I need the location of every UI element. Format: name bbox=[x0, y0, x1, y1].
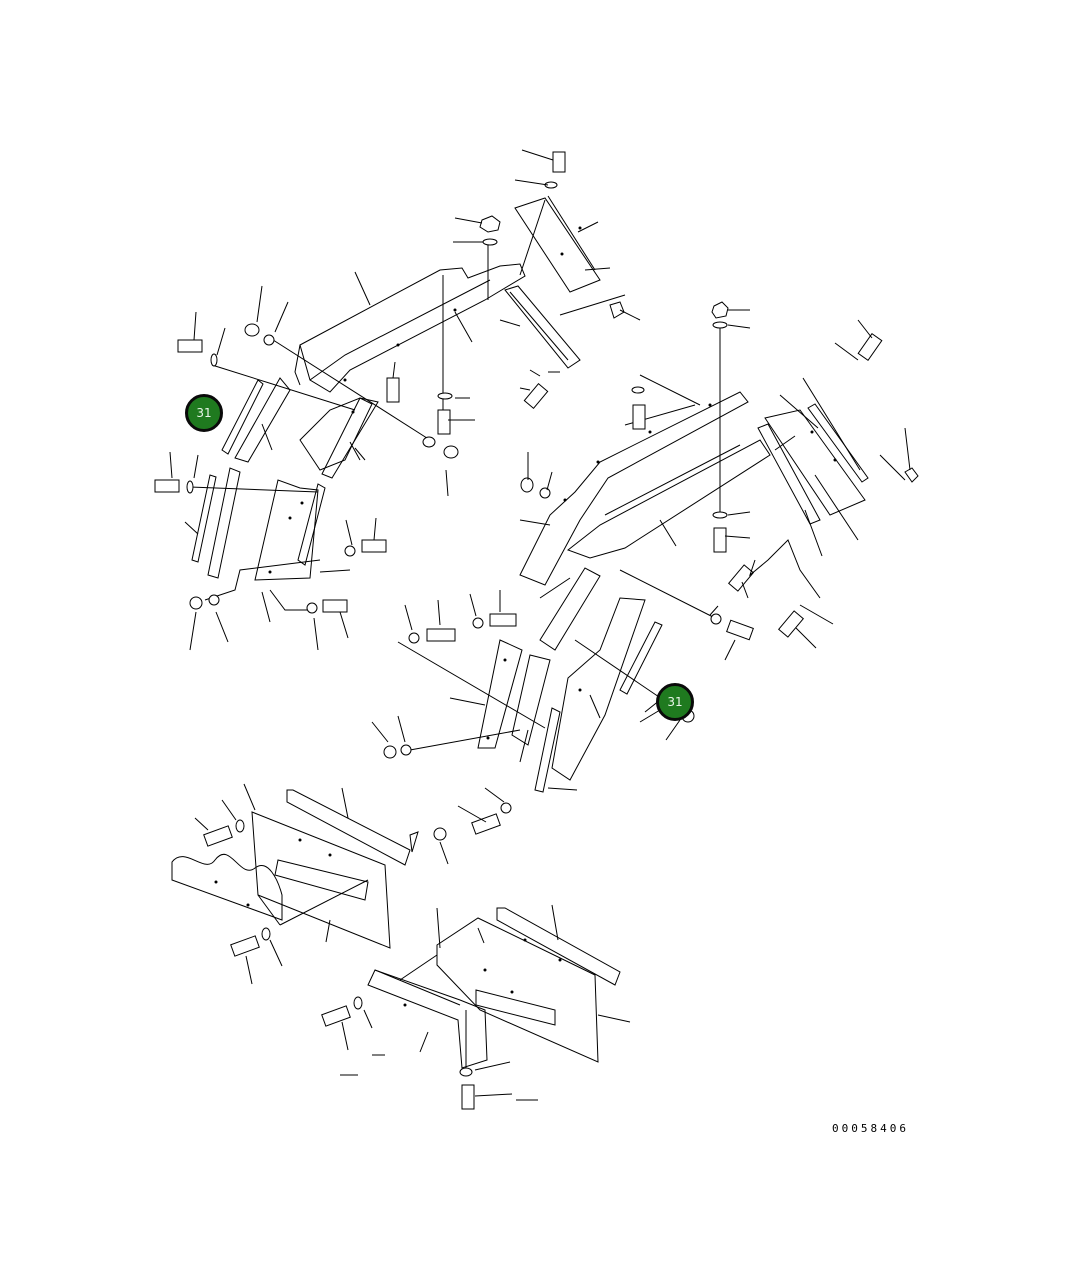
washer-icon bbox=[500, 802, 512, 814]
hole-markers bbox=[214, 226, 837, 1007]
washer-icon bbox=[344, 545, 356, 557]
bolt-icon bbox=[437, 409, 451, 435]
bolt-icon bbox=[230, 935, 260, 957]
washer-icon bbox=[408, 632, 420, 644]
bolt-icon bbox=[523, 383, 549, 409]
bolt-icon bbox=[426, 628, 456, 642]
bolt-icon bbox=[203, 825, 233, 847]
nut-icon bbox=[433, 827, 447, 841]
bottom-left-assembly bbox=[171, 783, 449, 985]
washer-icon bbox=[353, 996, 363, 1010]
washer-icon bbox=[482, 238, 498, 246]
bolt-icon bbox=[726, 619, 754, 641]
bolt-icon bbox=[857, 333, 883, 361]
washer-icon bbox=[710, 613, 722, 625]
bolt-icon bbox=[386, 377, 400, 403]
left-plate-assembly bbox=[154, 285, 459, 651]
nut-icon bbox=[479, 215, 501, 233]
washer-icon bbox=[712, 321, 728, 329]
bolt-icon bbox=[727, 564, 755, 592]
washer-icon bbox=[422, 436, 436, 448]
nut-icon bbox=[520, 477, 534, 493]
bolt-icon bbox=[154, 479, 180, 493]
nut-icon bbox=[609, 301, 625, 319]
washer-icon bbox=[539, 487, 551, 499]
washer-icon bbox=[208, 594, 220, 606]
right-cover-assembly bbox=[519, 301, 919, 713]
bolt-icon bbox=[461, 1084, 475, 1110]
washer-icon bbox=[235, 819, 245, 833]
washer-icon bbox=[263, 334, 275, 346]
washer-icon bbox=[472, 617, 484, 629]
washer-icon bbox=[306, 602, 318, 614]
nut-icon bbox=[711, 301, 729, 319]
bolt-icon bbox=[361, 539, 387, 553]
bolt-icon bbox=[321, 1005, 351, 1027]
nut-icon bbox=[189, 596, 203, 610]
washer-icon bbox=[261, 927, 271, 941]
callout-31-left[interactable]: 31 bbox=[185, 394, 223, 432]
callout-label: 31 bbox=[196, 406, 212, 420]
bolt-icon bbox=[177, 339, 203, 353]
bolt-icon bbox=[713, 527, 727, 553]
bolt-icon bbox=[489, 613, 517, 627]
callout-31-right[interactable]: 31 bbox=[656, 683, 694, 721]
nut-icon bbox=[244, 323, 260, 337]
nut-icon bbox=[443, 445, 459, 459]
washer-icon bbox=[400, 744, 412, 756]
drawing-number: 00058406 bbox=[832, 1122, 909, 1135]
bolt-icon bbox=[632, 404, 646, 430]
washer-icon bbox=[712, 511, 728, 519]
washer-icon bbox=[631, 386, 645, 394]
center-plate-assembly bbox=[371, 567, 695, 835]
washer-icon bbox=[437, 392, 453, 400]
callout-label: 31 bbox=[667, 695, 683, 709]
washer-icon bbox=[210, 353, 218, 367]
washer-icon bbox=[459, 1067, 473, 1077]
bolt-icon bbox=[552, 151, 566, 173]
bolt-icon bbox=[322, 599, 348, 613]
nut-icon bbox=[904, 467, 919, 483]
nut-icon bbox=[383, 745, 397, 759]
bottom-right-assembly bbox=[321, 904, 631, 1110]
bolt-icon bbox=[777, 610, 805, 638]
washer-icon bbox=[186, 480, 194, 494]
bolt-icon bbox=[471, 813, 501, 835]
top-cover-assembly bbox=[294, 149, 641, 479]
